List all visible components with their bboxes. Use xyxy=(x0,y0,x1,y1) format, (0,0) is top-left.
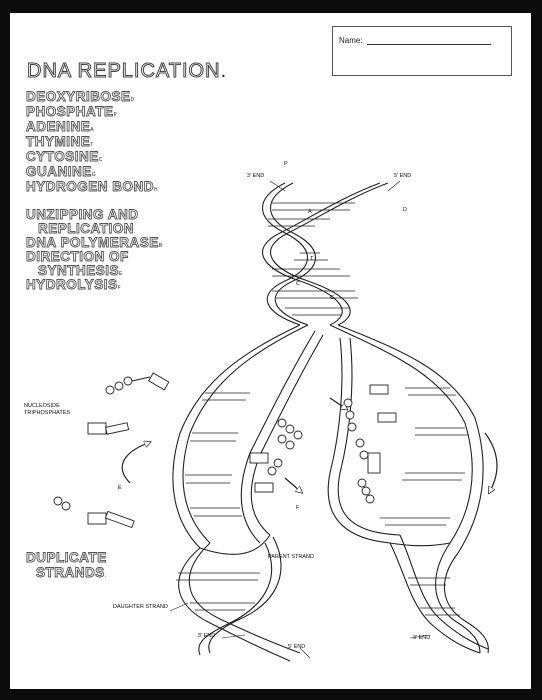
marker-e: E xyxy=(118,485,122,491)
term-deoxyribose: DEOXYRIBOSED xyxy=(26,89,135,104)
marker-d: D xyxy=(403,207,407,213)
label-nucleoside: NUCLEOSIDE xyxy=(24,403,60,409)
page-title: DNA REPLICATION. xyxy=(27,60,228,83)
double-helix-top xyxy=(261,182,389,326)
name-label: Name: xyxy=(339,36,363,45)
marker-g: G xyxy=(330,295,335,301)
worksheet-page: Name: DNA REPLICATION. DEOXYRIBOSED PHOS… xyxy=(10,13,531,689)
term-direction-of: DIRECTION OF xyxy=(26,249,129,264)
label-5-end-bottom: 5' END xyxy=(288,644,306,650)
term-unzipping: UNZIPPING AND xyxy=(26,207,139,222)
term-synthesis: SYNTHESISE xyxy=(38,263,123,278)
label-triphosphates: TRIPHOSPHATES xyxy=(24,410,71,416)
term-adenine: ADENINEA xyxy=(26,119,95,134)
term-phosphate: PHOSPHATEP xyxy=(26,104,118,119)
term-strands: STRANDS. xyxy=(36,565,107,580)
dna-replication-diagram xyxy=(53,180,498,662)
replication-fork xyxy=(172,324,484,555)
end-pointer-lines xyxy=(169,180,431,659)
label-parent-strand: PARENT STRAND xyxy=(268,554,314,560)
term-thymine: THYMINET xyxy=(26,134,94,149)
term-duplicate: DUPLICATE xyxy=(26,550,107,565)
name-field[interactable] xyxy=(367,44,491,45)
name-box: Name: xyxy=(332,26,512,76)
term-cytosine: CYTOSINEC xyxy=(26,149,103,164)
title-text: DNA REPLICATION xyxy=(27,60,221,83)
marker-t: T xyxy=(310,256,314,262)
label-daughter-strand: DAUGHTER STRAND xyxy=(113,604,169,610)
marker-f: F xyxy=(296,505,300,511)
daughter-helices-bottom xyxy=(176,534,489,662)
term-guanine: GUANINEG xyxy=(26,164,97,179)
label-3-end-bottom-right: 3' END xyxy=(413,635,431,641)
marker-c: C xyxy=(296,281,300,287)
term-dna-polymerase: DNA POLYMERASEB xyxy=(26,235,163,250)
marker-a: A xyxy=(308,209,312,215)
synthesis-arrows xyxy=(121,397,498,491)
label-3-end-top: 3' END xyxy=(247,173,265,179)
term-hydrolysis: HYDROLYSISF xyxy=(26,277,122,292)
label-5-end-top: 5' END xyxy=(394,173,412,179)
term-replication: REPLICATION. xyxy=(38,221,136,236)
marker-p: P xyxy=(284,161,288,167)
term-hydrogen-bond: HYDROGEN BONDH xyxy=(26,179,159,194)
label-3-end-bottom-left: 3' END xyxy=(198,633,216,639)
nucleoside-triphosphates xyxy=(53,372,397,529)
